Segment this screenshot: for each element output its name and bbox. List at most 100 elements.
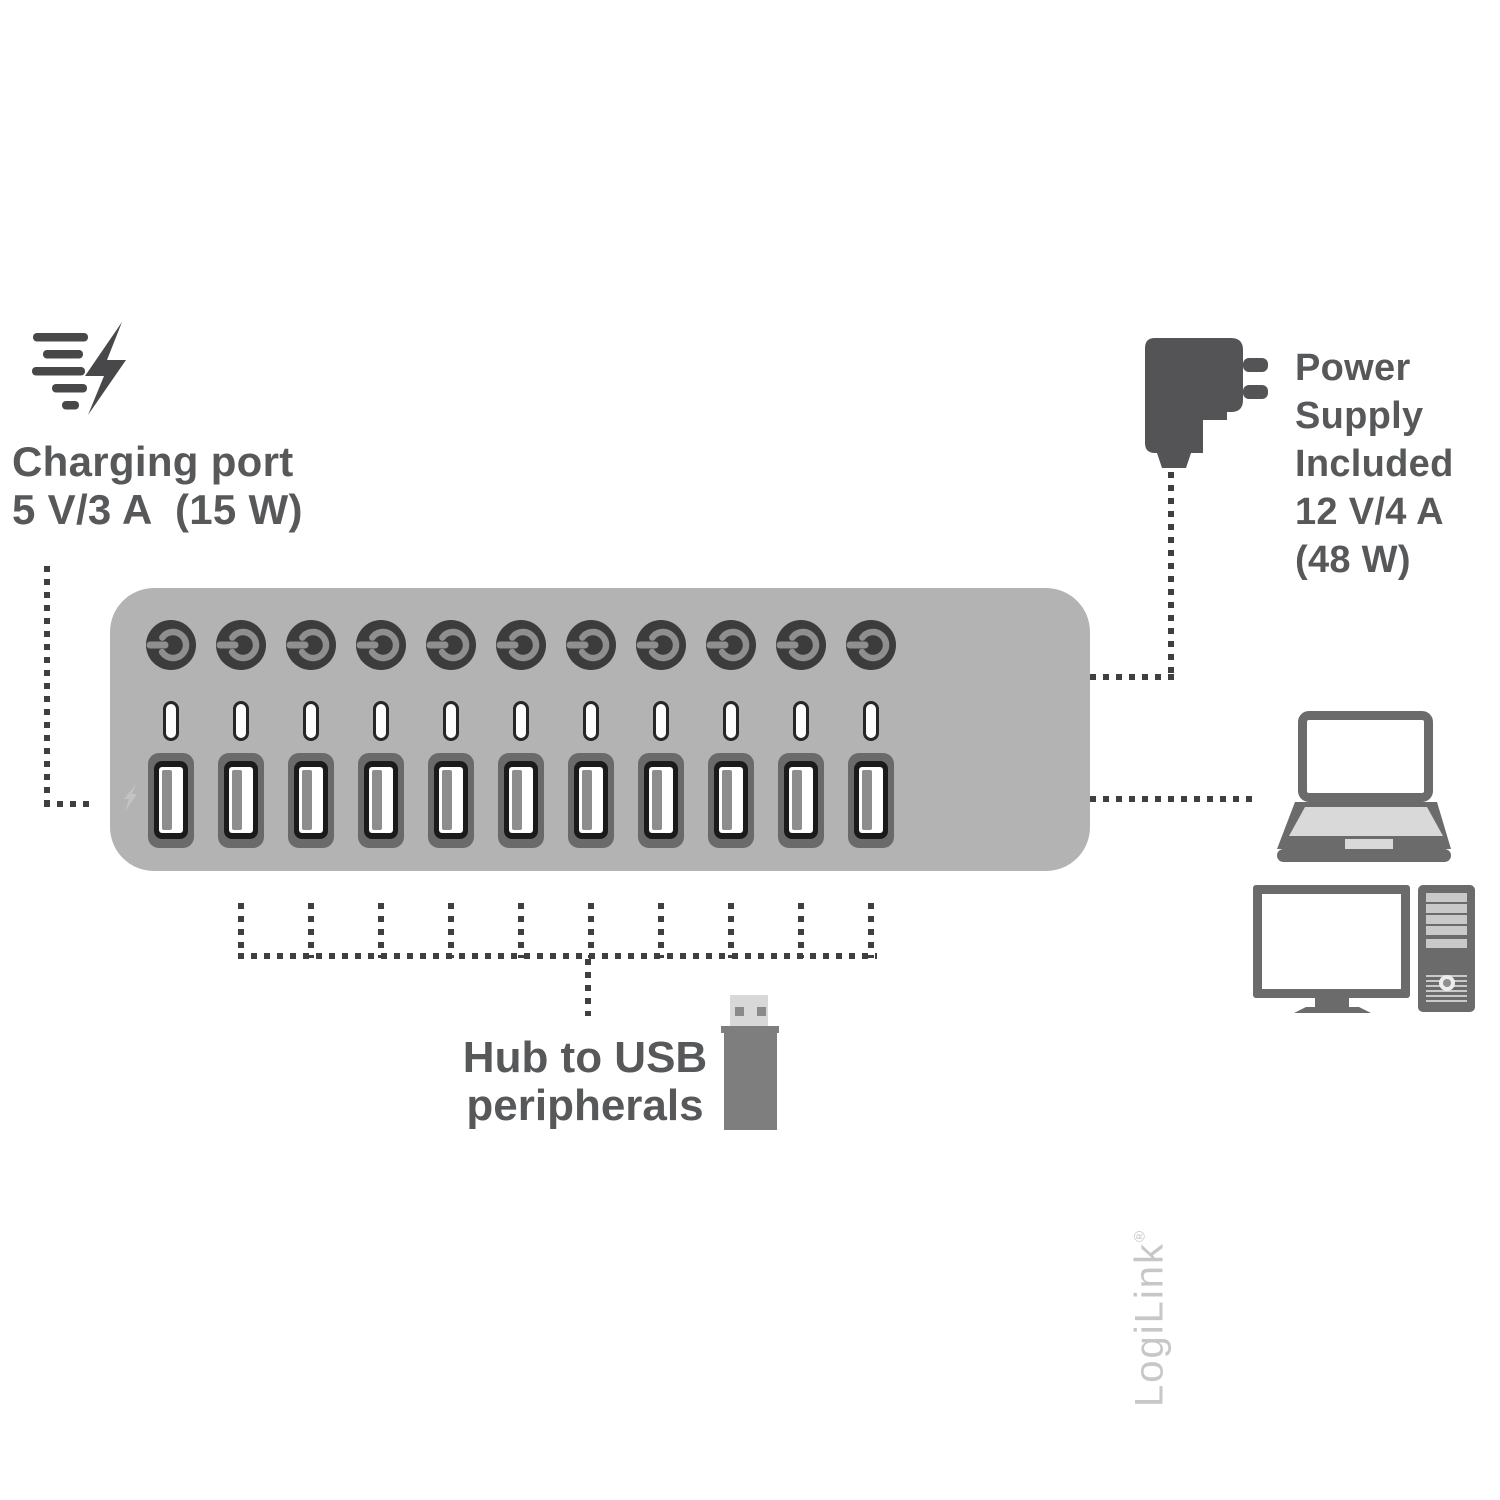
power-symbol-icon <box>146 628 190 662</box>
usb-port-opening <box>504 761 538 839</box>
charging-connector-line-horizontal <box>44 801 96 807</box>
tower-vent <box>1426 990 1467 992</box>
port-power-button <box>496 620 546 670</box>
port-led-indicator <box>583 701 599 741</box>
port-power-button <box>706 620 756 670</box>
usb-port-tongue <box>792 770 802 830</box>
usb-port-opening <box>434 761 468 839</box>
usb-port-opening <box>294 761 328 839</box>
port-led-indicator <box>303 701 319 741</box>
peripherals-label-line1: Hub to USB <box>462 1033 708 1082</box>
port-power-button <box>636 620 686 670</box>
downstream-stub <box>518 903 524 958</box>
usb-a-port <box>638 753 684 848</box>
hub-port-column-11 <box>846 588 896 871</box>
power-symbol-icon <box>636 628 680 662</box>
port-power-button <box>846 620 896 670</box>
drive-bay <box>1426 893 1467 902</box>
downstream-stub <box>868 903 874 958</box>
peripherals-label-line2: peripherals <box>466 1081 704 1130</box>
power-supply-line5: (48 W) <box>1295 539 1411 581</box>
charging-port-label-line2: 5 V/3 A (15 W) <box>12 486 303 533</box>
port-power-button <box>146 620 196 670</box>
usb-drive-body <box>724 1028 777 1130</box>
charging-port-label: Charging port 5 V/3 A (15 W) <box>12 438 303 534</box>
usb-contact <box>757 1007 766 1016</box>
downstream-stub <box>308 903 314 958</box>
port-led-indicator <box>793 701 809 741</box>
usb-port-inner <box>859 767 883 833</box>
usb-port-inner <box>369 767 393 833</box>
port-power-button <box>216 620 266 670</box>
laptop-icon <box>1277 708 1451 865</box>
usb-port-opening <box>714 761 748 839</box>
monitor-screen <box>1253 885 1410 998</box>
usb-port-tongue <box>652 770 662 830</box>
power-connector-line-vertical <box>1168 472 1174 678</box>
power-supply-label: Power Supply Included 12 V/4 A (48 W) <box>1295 344 1454 584</box>
tower-vent <box>1426 1000 1467 1002</box>
power-connector-line-horizontal <box>1090 674 1180 680</box>
usb-flash-drive-icon <box>718 993 782 1133</box>
laptop-screen <box>1298 711 1433 802</box>
usb-a-port <box>148 753 194 848</box>
hub-port-column-7 <box>566 588 616 871</box>
laptop-bottom-bar <box>1277 849 1451 862</box>
drive-bay <box>1426 926 1467 935</box>
port-led-indicator <box>723 701 739 741</box>
port-led-indicator <box>443 701 459 741</box>
laptop-keyboard <box>1289 807 1443 836</box>
downstream-connector-bus <box>238 953 877 959</box>
registered-mark: ® <box>1131 1230 1149 1243</box>
usb-port-tongue <box>162 770 172 830</box>
usb-port-inner <box>299 767 323 833</box>
usb-port-inner <box>649 767 673 833</box>
power-symbol-icon <box>216 628 260 662</box>
port-power-button <box>356 620 406 670</box>
usb-port-tongue <box>232 770 242 830</box>
usb-port-inner <box>229 767 253 833</box>
usb-contact <box>735 1007 744 1016</box>
charging-connector-line-vertical <box>44 566 50 806</box>
usb-port-tongue <box>302 770 312 830</box>
usb-port-inner <box>509 767 533 833</box>
port-power-button <box>426 620 476 670</box>
usb-hub-body: LogiLink® <box>110 588 1172 1407</box>
port-power-button <box>776 620 826 670</box>
downstream-stub <box>658 903 664 958</box>
power-supply-line2: Supply <box>1295 395 1424 437</box>
power-supply-line1: Power <box>1295 347 1411 389</box>
usb-a-port <box>358 753 404 848</box>
port-led-indicator <box>513 701 529 741</box>
power-symbol-icon <box>846 628 890 662</box>
hub-port-column-2 <box>216 588 266 871</box>
upstream-connector-line <box>1090 796 1252 802</box>
usb-port-opening <box>224 761 258 839</box>
power-symbol-icon <box>426 628 470 662</box>
hub-port-columns <box>110 588 1090 871</box>
monitor-stand <box>1294 1007 1371 1013</box>
usb-a-port <box>218 753 264 848</box>
drive-bay <box>1426 939 1467 948</box>
power-supply-line3: Included <box>1295 443 1454 485</box>
downstream-stub <box>588 903 594 958</box>
downstream-stub <box>238 903 244 958</box>
usb-port-inner <box>789 767 813 833</box>
charging-port-label-line1: Charging port <box>12 438 294 485</box>
port-power-button <box>566 620 616 670</box>
usb-port-inner <box>719 767 743 833</box>
tower-vent <box>1426 995 1467 997</box>
usb-port-opening <box>784 761 818 839</box>
brand-logo: LogiLink® <box>1127 1230 1172 1408</box>
drive-bay <box>1426 915 1467 924</box>
usb-port-opening <box>574 761 608 839</box>
lightning-bolt-icon <box>124 784 137 812</box>
usb-port-inner <box>439 767 463 833</box>
usb-a-port <box>498 753 544 848</box>
usb-a-port <box>568 753 614 848</box>
usb-a-port <box>708 753 754 848</box>
hub-port-column-9 <box>706 588 756 871</box>
downstream-stub <box>798 903 804 958</box>
port-led-indicator <box>163 701 179 741</box>
